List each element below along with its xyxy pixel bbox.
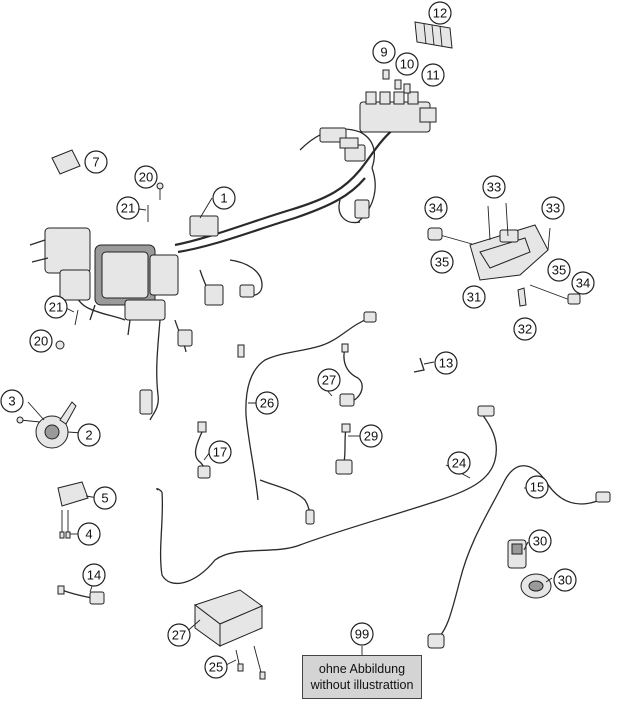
callout-9: 9 xyxy=(372,40,396,64)
svg-text:25: 25 xyxy=(209,660,223,675)
callout-26: 29 xyxy=(359,424,383,448)
svg-text:20: 20 xyxy=(139,170,153,185)
clip-13 xyxy=(413,357,425,373)
callout-33-right: 33 xyxy=(541,196,565,220)
svg-text:32: 32 xyxy=(518,322,532,337)
svg-text:24: 24 xyxy=(452,456,466,471)
cable-22 xyxy=(156,405,497,584)
svg-text:21: 21 xyxy=(121,201,135,216)
callout-13: 13 xyxy=(434,351,458,375)
svg-text:34: 34 xyxy=(576,276,590,291)
nut-30 xyxy=(520,573,552,599)
nut-20-bottom xyxy=(55,340,65,350)
callout-35-right: 35 xyxy=(547,258,571,282)
note-line-english: without illustrattion xyxy=(310,678,414,692)
sensor-cable-26 xyxy=(335,423,353,475)
svg-text:33: 33 xyxy=(487,180,501,195)
callout-2: 2 xyxy=(77,423,101,447)
callout-34-right: 34 xyxy=(571,271,595,295)
callout-14: 14 xyxy=(82,563,106,587)
control-unit-27 xyxy=(193,589,266,680)
svg-text:29: 29 xyxy=(364,429,378,444)
callout-34-left: 34 xyxy=(424,196,448,220)
cable-24 xyxy=(237,311,377,525)
svg-text:35: 35 xyxy=(552,263,566,278)
svg-text:2: 2 xyxy=(85,428,92,443)
svg-text:9: 9 xyxy=(380,45,387,60)
relay-fuse-cluster xyxy=(339,91,437,149)
svg-text:13: 13 xyxy=(439,356,453,371)
callout-21-top: 21 xyxy=(116,196,140,220)
callout-31: 31 xyxy=(462,285,486,309)
callout-15: 15 xyxy=(525,475,549,499)
callout-29: 2930 xyxy=(528,529,552,553)
svg-text:35: 35 xyxy=(435,255,449,270)
svg-text:20: 20 xyxy=(34,334,48,349)
svg-text:7: 7 xyxy=(92,155,99,170)
callout-4: 4 xyxy=(77,522,101,546)
svg-text:21: 21 xyxy=(49,300,63,315)
svg-text:1: 1 xyxy=(220,191,227,206)
callout-22: 24 xyxy=(447,451,471,475)
connector-clip-7 xyxy=(51,149,81,175)
svg-text:11: 11 xyxy=(426,68,440,83)
callouts: 12 9 10 11 7 20 21 1 33 33 34 35 35 34 3… xyxy=(0,1,595,679)
main-wiring-harness xyxy=(73,127,396,421)
fuse-11 xyxy=(403,83,411,94)
fuse-strip xyxy=(414,21,453,49)
callout-99: 99 xyxy=(350,622,374,646)
svg-text:30: 30 xyxy=(558,573,572,588)
fuse-9 xyxy=(382,69,390,80)
svg-text:33: 33 xyxy=(546,201,560,216)
note-line-german: ohne Abbildung xyxy=(318,662,406,676)
callout-33-left: 33 xyxy=(482,175,506,199)
svg-text:3: 3 xyxy=(8,394,15,409)
cable-14 xyxy=(57,585,105,605)
callout-35-left: 35 xyxy=(430,250,454,274)
horn xyxy=(16,401,77,449)
callout-25: 27 xyxy=(317,368,341,392)
cable-15 xyxy=(427,465,611,649)
callout-1: 1 xyxy=(212,186,236,210)
svg-text:12: 12 xyxy=(433,6,447,21)
svg-text:99: 99 xyxy=(355,627,369,642)
callout-11: 11 xyxy=(421,63,445,87)
relay-5 xyxy=(57,481,89,539)
callout-23: 25 xyxy=(204,655,228,679)
svg-text:30: 30 xyxy=(533,534,547,549)
bracket-assembly xyxy=(427,202,581,307)
callout-10: 10 xyxy=(395,52,419,76)
socket-29 xyxy=(507,539,527,569)
fuse-10 xyxy=(394,79,402,90)
callout-24: 26 xyxy=(255,391,279,415)
callout-20-bottom: 20 xyxy=(29,329,53,353)
callout-17: 17 xyxy=(208,440,232,464)
svg-text:26: 26 xyxy=(260,396,274,411)
sensor-17 xyxy=(194,421,211,479)
callout-32: 32 xyxy=(513,317,537,341)
svg-text:15: 15 xyxy=(530,480,544,495)
svg-text:34: 34 xyxy=(429,201,443,216)
callout-20-top: 20 xyxy=(134,165,158,189)
callout-5: 5 xyxy=(93,486,117,510)
svg-text:31: 31 xyxy=(467,290,481,305)
callout-27: 2727 xyxy=(167,623,191,647)
svg-text:14: 14 xyxy=(87,568,101,583)
svg-text:10: 10 xyxy=(400,57,414,72)
harness-connector-cluster xyxy=(29,227,179,336)
svg-text:17: 17 xyxy=(213,445,227,460)
svg-text:27: 27 xyxy=(322,373,336,388)
without-illustration-note: ohne Abbildung without illustrattion xyxy=(302,655,422,699)
svg-text:4: 4 xyxy=(85,527,92,542)
svg-text:5: 5 xyxy=(101,491,108,506)
sensor-cable-25 xyxy=(339,343,363,407)
callout-12: 12 xyxy=(428,1,452,25)
callout-7: 7 xyxy=(84,150,108,174)
callout-3: 3 xyxy=(0,389,24,413)
svg-text:27: 27 xyxy=(172,628,186,643)
callout-30: 31313130 xyxy=(553,568,577,592)
callout-21-bottom: 21 xyxy=(44,295,68,319)
